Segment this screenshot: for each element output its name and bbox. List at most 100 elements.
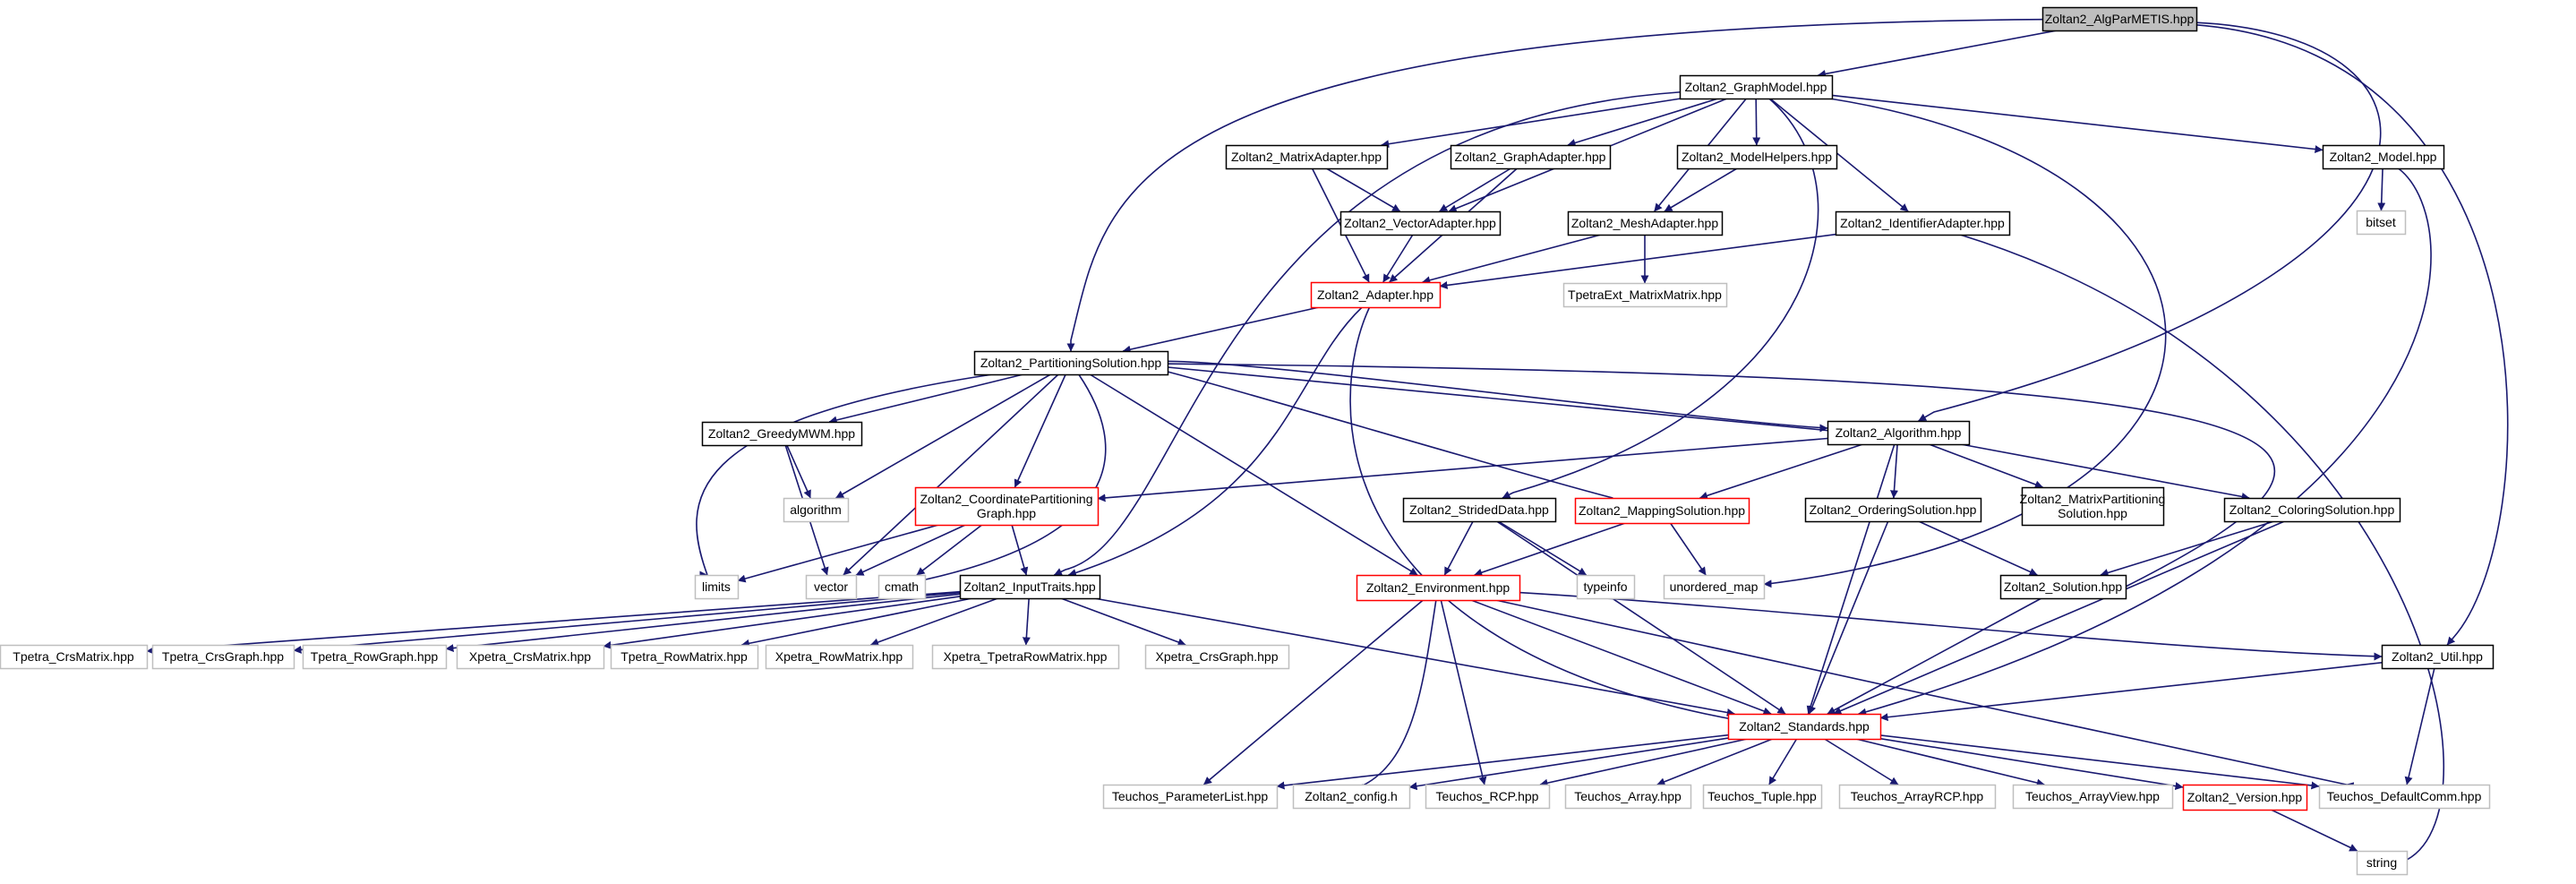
node-environment[interactable]: Zoltan2_Environment.hpp	[1356, 574, 1521, 602]
node-box-model	[2322, 144, 2445, 170]
edge-standards-to-teuchos_tuple	[1768, 738, 1798, 785]
edge-algparmetis-to-util	[2195, 24, 2509, 646]
node-box-teuchos_arrayview	[2012, 784, 2174, 810]
node-label-teuchos_tuple: Teuchos_Tuple.hpp	[1707, 789, 1817, 803]
node-strideddata[interactable]: Zoltan2_StridedData.hpp	[1402, 497, 1557, 523]
node-box-graphmodel	[1679, 74, 1834, 100]
node-label-coloringsol: Zoltan2_ColoringSolution.hpp	[2229, 502, 2395, 517]
node-modelhelpers[interactable]: Zoltan2_ModelHelpers.hpp	[1676, 144, 1838, 170]
edge-standards-to-version	[1879, 737, 2184, 791]
node-label-tpetraext: TpetraExt_MatrixMatrix.hpp	[1568, 288, 1722, 302]
node-label-limits: limits	[702, 579, 731, 594]
edge-partsol-to-environment	[1089, 373, 1418, 576]
node-meshadapter[interactable]: Zoltan2_MeshAdapter.hpp	[1567, 210, 1724, 236]
node-box-matrixadapter	[1225, 144, 1389, 170]
node-cmath: cmath	[877, 574, 927, 600]
node-label-adapter: Zoltan2_Adapter.hpp	[1317, 288, 1433, 302]
edge-standards-to-teuchos_paramlist	[1276, 734, 1729, 790]
node-box-xpetra_crsmatrix	[456, 644, 605, 670]
node-vectoradapter[interactable]: Zoltan2_VectorAdapter.hpp	[1339, 210, 1502, 236]
node-vector: vector	[805, 574, 858, 600]
edge-algorithm-to-mappingsol	[1699, 443, 1863, 500]
edge-inputtraits-to-xpetra_rowmatrix	[870, 597, 998, 647]
node-partsol[interactable]: Zoltan2_PartitioningSolution.hpp	[973, 350, 1169, 376]
node-box-solution	[1999, 574, 2127, 600]
node-box-teuchos_defaultcomm	[2318, 784, 2491, 810]
node-label-algorithm: Zoltan2_Algorithm.hpp	[1836, 425, 1962, 440]
node-standards[interactable]: Zoltan2_Standards.hpp	[1727, 713, 1882, 741]
node-coloringsol[interactable]: Zoltan2_ColoringSolution.hpp	[2223, 497, 2401, 523]
node-box-teuchos_paramlist	[1102, 784, 1279, 810]
edge-graphmodel-to-model	[1831, 94, 2324, 154]
node-algparmetis[interactable]: Zoltan2_AlgParMETIS.hpp	[2041, 6, 2198, 32]
node-label-tpetra_crsmatrix: Tpetra_CrsMatrix.hpp	[13, 649, 134, 664]
node-graphmodel[interactable]: Zoltan2_GraphModel.hpp	[1679, 74, 1834, 100]
node-label-matrixpartsol-line2: Solution.hpp	[2058, 506, 2127, 520]
node-mappingsol[interactable]: Zoltan2_MappingSolution.hpp	[1574, 497, 1750, 525]
edge-coloringsol-to-solution	[2100, 520, 2275, 577]
node-solution[interactable]: Zoltan2_Solution.hpp	[1999, 574, 2127, 600]
edge-coordpart-to-inputtraits	[1011, 524, 1029, 576]
node-box-environment	[1356, 574, 1521, 602]
node-label-cmath: cmath	[885, 579, 919, 594]
node-label-teuchos_arrayrcp: Teuchos_ArrayRCP.hpp	[1851, 789, 1984, 803]
node-adapter[interactable]: Zoltan2_Adapter.hpp	[1310, 281, 1442, 309]
node-xpetra_tpetrarowmatrix: Xpetra_TpetraRowMatrix.hpp	[931, 644, 1120, 670]
node-util[interactable]: Zoltan2_Util.hpp	[2381, 644, 2495, 670]
node-version[interactable]: Zoltan2_Version.hpp	[2182, 784, 2308, 811]
node-model[interactable]: Zoltan2_Model.hpp	[2322, 144, 2445, 170]
edge-graphmodel-to-unordered_map	[1763, 98, 2167, 588]
node-label-meshadapter: Zoltan2_MeshAdapter.hpp	[1571, 216, 1718, 230]
node-box-unordered_map	[1663, 574, 1766, 600]
node-xpetra_rowmatrix: Xpetra_RowMatrix.hpp	[765, 644, 914, 670]
edge-partsol-to-solution	[1167, 363, 2276, 588]
node-identifieradapter[interactable]: Zoltan2_IdentifierAdapter.hpp	[1835, 210, 2011, 236]
node-xpetra_crsgraph: Xpetra_CrsGraph.hpp	[1144, 644, 1290, 670]
node-label-matrixpartsol-line1: Zoltan2_MatrixPartitioning	[2020, 492, 2166, 506]
node-label-algorithm_std: algorithm	[790, 502, 842, 517]
node-inputtraits[interactable]: Zoltan2_InputTraits.hpp	[959, 574, 1101, 600]
node-label-standards: Zoltan2_Standards.hpp	[1739, 719, 1870, 734]
node-limits: limits	[694, 574, 740, 600]
node-label-partsol: Zoltan2_PartitioningSolution.hpp	[980, 356, 1162, 370]
node-box-tpetra_crsmatrix	[0, 644, 149, 670]
node-algorithm_std: algorithm	[783, 497, 850, 523]
edge-graphmodel-to-inputtraits	[1053, 91, 1681, 576]
edge-strideddata-to-typeinfo	[1497, 520, 1588, 576]
edge-identifieradapter-to-adapter	[1439, 233, 1836, 289]
node-box-string	[2356, 850, 2409, 876]
edge-algorithm-to-matrixpartsol	[1929, 443, 2043, 489]
node-graphadapter[interactable]: Zoltan2_GraphAdapter.hpp	[1450, 144, 1612, 170]
node-teuchos_defaultcomm: Teuchos_DefaultComm.hpp	[2318, 784, 2491, 810]
edge-algorithm-to-partsol	[1167, 364, 1828, 432]
node-teuchos_paramlist: Teuchos_ParameterList.hpp	[1102, 784, 1279, 810]
edge-graphadapter-to-vectoradapter	[1439, 167, 1511, 212]
node-label-unordered_map: unordered_map	[1670, 579, 1759, 594]
node-label-model: Zoltan2_Model.hpp	[2330, 150, 2437, 164]
node-matrixadapter[interactable]: Zoltan2_MatrixAdapter.hpp	[1225, 144, 1389, 170]
edge-algorithm-to-coloringsol	[1960, 443, 2250, 501]
node-algorithm[interactable]: Zoltan2_Algorithm.hpp	[1827, 420, 1971, 446]
node-label-coordpart-line2: Graph.hpp	[977, 506, 1036, 520]
node-box-orderingsol	[1804, 497, 1982, 523]
edge-environment-to-teuchos_paramlist	[1202, 599, 1424, 785]
node-box-tpetraext	[1562, 282, 1728, 308]
edge-orderingsol-to-solution	[1918, 520, 2038, 576]
node-label-bitset: bitset	[2366, 215, 2396, 229]
node-box-meshadapter	[1567, 210, 1724, 236]
node-label-tpetra_rowmatrix: Tpetra_RowMatrix.hpp	[620, 649, 748, 664]
edge-version-to-string	[2270, 809, 2358, 852]
node-label-tpetra_crsgraph: Tpetra_CrsGraph.hpp	[162, 649, 284, 664]
node-greedymwm[interactable]: Zoltan2_GreedyMWM.hpp	[701, 421, 863, 447]
edge-environment-to-teuchos_rcp	[1440, 599, 1487, 785]
node-label-tpetra_rowgraph: Tpetra_RowGraph.hpp	[311, 649, 439, 664]
edge-partsol-to-limits	[696, 373, 993, 576]
node-box-typeinfo	[1576, 574, 1636, 600]
node-box-algparmetis	[2041, 6, 2198, 32]
edge-algorithm-to-coordpart	[1097, 437, 1828, 502]
node-orderingsol[interactable]: Zoltan2_OrderingSolution.hpp	[1804, 497, 1982, 523]
edge-inputtraits-to-tpetra_crsmatrix	[146, 590, 961, 655]
node-box-identifieradapter	[1835, 210, 2011, 236]
